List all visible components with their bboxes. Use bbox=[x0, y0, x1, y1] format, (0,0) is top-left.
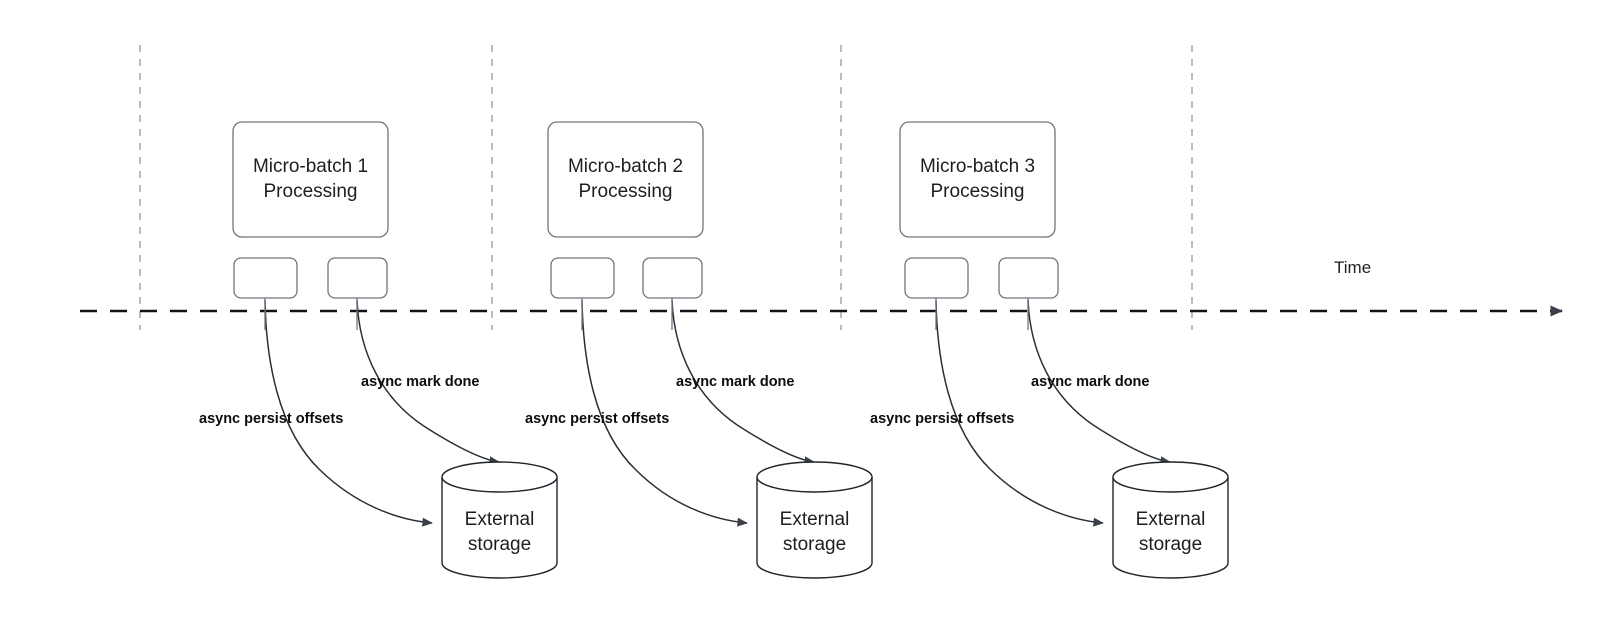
external-storage-label-line1-1: External bbox=[465, 509, 535, 530]
mark-done-task-box-3[interactable] bbox=[998, 257, 1059, 299]
mark-done-task-box-2[interactable] bbox=[642, 257, 703, 299]
offset-task-box-3[interactable] bbox=[904, 257, 969, 299]
external-storage-cylinder-top-1[interactable] bbox=[441, 461, 558, 493]
micro-batch-subtitle-2: Processing bbox=[579, 181, 673, 202]
external-storage-label-line1-3: External bbox=[1136, 509, 1206, 530]
micro-batch-title-1: Micro-batch 1 bbox=[253, 156, 368, 177]
edge-async-persist-offsets-2 bbox=[581, 299, 748, 527]
label-async-mark-done-3: async mark done bbox=[1031, 374, 1149, 390]
label-async-mark-done-2: async mark done bbox=[676, 374, 794, 390]
edge-async-persist-offsets-3 bbox=[935, 299, 1104, 527]
edge-async-mark-done-1 bbox=[356, 299, 500, 466]
edge-async-mark-done-3 bbox=[1027, 299, 1171, 466]
time-axis-label: Time bbox=[1334, 258, 1371, 277]
micro-batch-box-3[interactable] bbox=[899, 121, 1056, 238]
offset-task-box-2[interactable] bbox=[550, 257, 615, 299]
edge-async-mark-done-2 bbox=[671, 299, 815, 466]
external-storage-cylinder-top-3[interactable] bbox=[1112, 461, 1229, 493]
external-storage-cylinder-body-2[interactable] bbox=[756, 477, 873, 579]
label-async-persist-offsets-3: async persist offsets bbox=[870, 411, 1014, 427]
micro-batch-box-2[interactable] bbox=[547, 121, 704, 238]
external-storage-cylinder-body-3[interactable] bbox=[1112, 477, 1229, 579]
label-async-persist-offsets-1: async persist offsets bbox=[199, 411, 343, 427]
external-storage-label-line2-3: storage bbox=[1139, 534, 1202, 555]
offset-task-box-1[interactable] bbox=[233, 257, 298, 299]
mark-done-task-box-1[interactable] bbox=[327, 257, 388, 299]
external-storage-label-line2-1: storage bbox=[468, 534, 531, 555]
external-storage-label-line1-2: External bbox=[780, 509, 850, 530]
micro-batch-box-1[interactable] bbox=[232, 121, 389, 238]
edge-async-persist-offsets-1 bbox=[264, 299, 433, 527]
label-async-mark-done-1: async mark done bbox=[361, 374, 479, 390]
micro-batch-title-3: Micro-batch 3 bbox=[920, 156, 1035, 177]
micro-batch-subtitle-1: Processing bbox=[264, 181, 358, 202]
external-storage-label-line2-2: storage bbox=[783, 534, 846, 555]
external-storage-cylinder-body-1[interactable] bbox=[441, 477, 558, 579]
label-async-persist-offsets-2: async persist offsets bbox=[525, 411, 669, 427]
micro-batch-subtitle-3: Processing bbox=[931, 181, 1025, 202]
external-storage-cylinder-top-2[interactable] bbox=[756, 461, 873, 493]
micro-batch-title-2: Micro-batch 2 bbox=[568, 156, 683, 177]
